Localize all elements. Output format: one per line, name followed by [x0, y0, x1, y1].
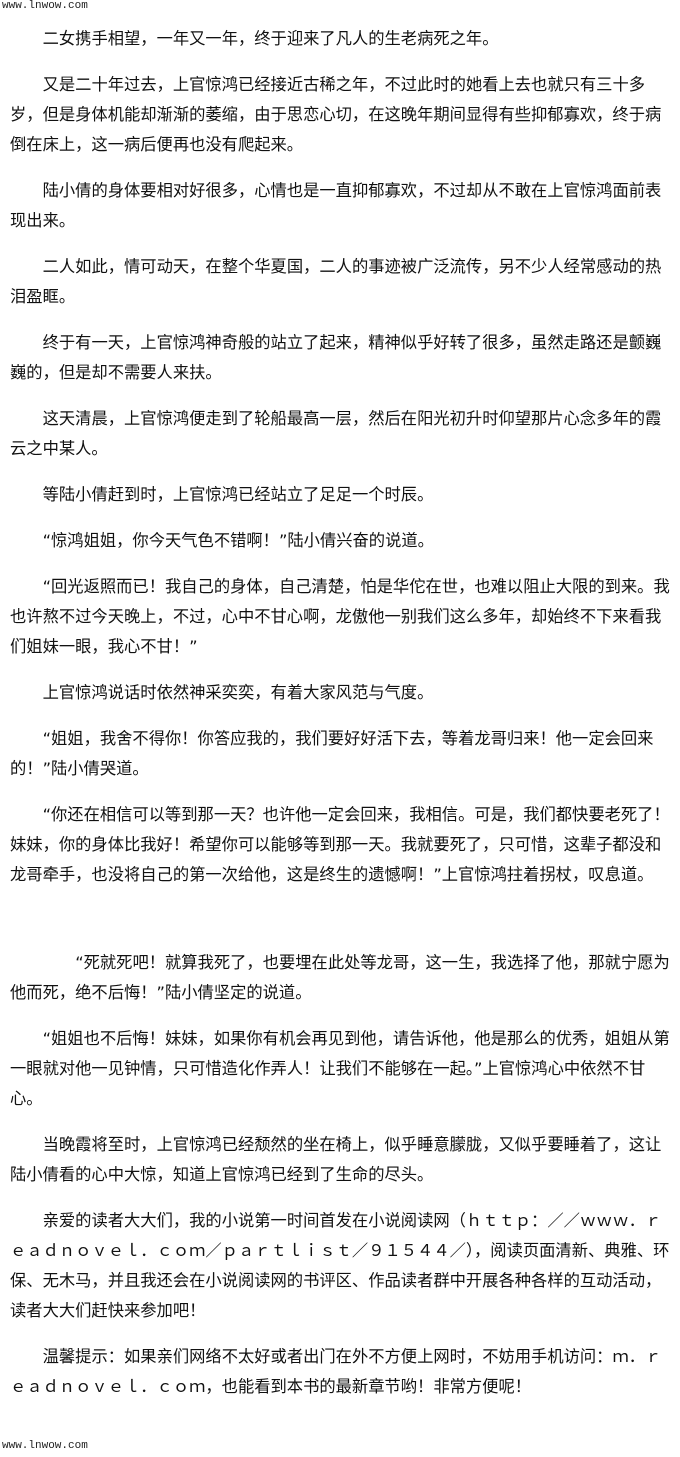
- paragraph: “回光返照而已！我自己的身体，自己清楚，怕是华佗在世，也难以阻止大限的到来。我也…: [10, 577, 670, 656]
- paragraph: 这天清晨，上官惊鸿便走到了轮船最高一层，然后在阳光初升时仰望那片心念多年的霞云之…: [10, 409, 662, 458]
- paragraph: “姐姐也不后悔！妹妹，如果你有机会再见到他，请告诉他，他是那么的优秀，姐姐从第一…: [10, 1029, 670, 1108]
- paragraph: 只见一个小站，就可以知上对死性，其在是无限的恒永。: [10, 0, 672, 8]
- paragraph: 二女携手相望，一年又一年，终于迎来了凡人的生老病死之年。: [42, 29, 499, 48]
- paragraph: 二人如此，情可动天，在整个华夏国，二人的事迹被广泛流传，另不少人经常感动的热泪盈…: [10, 257, 662, 306]
- paragraph: “你还在相信可以等到那一天？也许他一定会回来，我相信。可是，我们都快要老死了！妹…: [10, 805, 670, 884]
- paragraph: 陆小倩的身体要相对好很多，心情也是一直抑郁寡欢，不过却从不敢在上官惊鸿面前表现出…: [10, 181, 662, 230]
- paragraph: 等陆小倩赶到时，上官惊鸿已经站立了足足一个时辰。: [42, 485, 434, 504]
- paragraph: 终于有一天，上官惊鸿神奇般的站立了起来，精神似乎好转了很多，虽然走路还是颤巍巍的…: [10, 333, 662, 382]
- paragraph: “惊鸿姐姐，你今天气色不错啊！”陆小倩兴奋的说道。: [42, 531, 434, 550]
- paragraph: “死就死吧！就算我死了，也要埋在此处等龙哥，这一生，我选择了他，那就宁愿为他而死…: [10, 953, 670, 1002]
- paragraph: “姐姐，我舍不得你！你答应我的，我们要好好活下去，等着龙哥归来！他一定会回来的！…: [10, 729, 654, 778]
- tip-paragraph: 温馨提示：如果亲们网络不太好或者出门在外不方便上网时，不妨用手机访问：ｍ．ｒｅａ…: [10, 1347, 662, 1396]
- paragraph: 当晚霞将至时，上官惊鸿已经颓然的坐在椅上，似乎睡意朦胧，又似乎要睡着了，这让陆小…: [10, 1135, 662, 1184]
- paragraph: 上官惊鸿说话时依然神采奕奕，有着大家风范与气度。: [42, 683, 434, 702]
- chapter-text: 只见一个小站，就可以知上对死性，其在是无限的恒永。 二女携手相望，一年又一年，终…: [10, 0, 672, 1418]
- watermark-top: www.lnwow.com: [2, 0, 88, 12]
- watermark-bottom: www.lnwow.com: [2, 1440, 88, 1452]
- promo-paragraph: 亲爱的读者大大们，我的小说第一时间首发在小说阅读网（ｈｔｔｐ：／／ｗｗｗ．ｒｅａ…: [10, 1211, 670, 1320]
- paragraph: 又是二十年过去，上官惊鸿已经接近古稀之年，不过此时的她看上去也就只有三十多岁，但…: [10, 75, 662, 154]
